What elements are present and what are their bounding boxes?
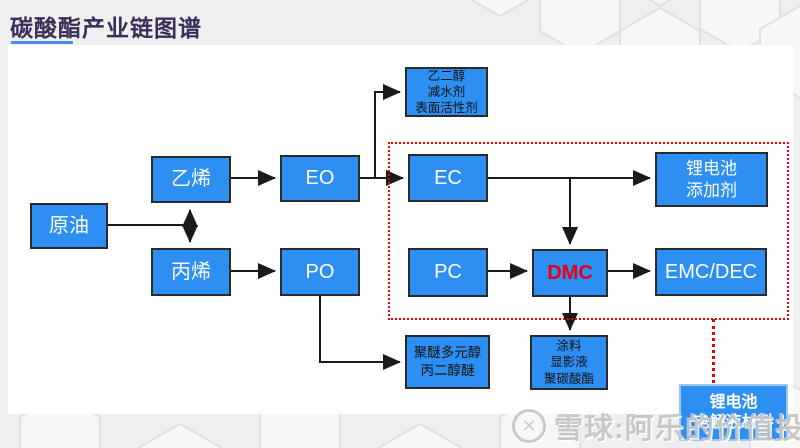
node-pc-label: PC bbox=[434, 261, 462, 283]
node-li-battery-additive-line1: 锂电池 bbox=[686, 159, 737, 179]
title-underline bbox=[11, 41, 73, 44]
node-polyether-line1: 聚醚多元醇 bbox=[413, 345, 482, 361]
node-coating-line3: 聚碳酸酯 bbox=[543, 371, 594, 386]
node-li-battery-additive[interactable]: 锂电池 添加剂 bbox=[655, 152, 768, 207]
node-eo[interactable]: EO bbox=[280, 155, 360, 202]
node-dmc-label: DMC bbox=[547, 261, 593, 284]
node-po[interactable]: PO bbox=[280, 248, 360, 296]
node-pc[interactable]: PC bbox=[408, 248, 488, 297]
highlight-to-battery-connector bbox=[712, 319, 715, 383]
xueqiu-logo-icon: ✕ bbox=[512, 409, 546, 443]
node-propylene-label: 丙烯 bbox=[171, 260, 211, 283]
node-ec[interactable]: EC bbox=[408, 154, 488, 202]
node-coating-line2: 显影液 bbox=[550, 355, 588, 370]
node-dmc[interactable]: DMC bbox=[532, 249, 608, 297]
node-li-battery-additive-line2: 添加剂 bbox=[686, 180, 737, 200]
node-coating-line1: 涂料 bbox=[556, 339, 582, 354]
node-propylene[interactable]: 丙烯 bbox=[151, 248, 231, 296]
node-crude-oil[interactable]: 原油 bbox=[30, 203, 108, 249]
node-li-battery-electrolyte-line1: 锂电池 bbox=[709, 393, 758, 411]
page-title: 碳酸酯产业链图谱 bbox=[10, 15, 202, 41]
xueqiu-watermark-text: 雪球:阿乐的价值投机 bbox=[554, 413, 800, 445]
node-coating-group[interactable]: 涂料 显影液 聚碳酸酯 bbox=[530, 335, 608, 390]
node-li-battery-electrolyte-line2: 电解液材料 bbox=[693, 413, 774, 431]
node-ethylene-label: 乙烯 bbox=[171, 168, 211, 190]
node-eo-label: EO bbox=[305, 167, 335, 189]
node-glycol-line2: 减水剂 bbox=[427, 84, 466, 99]
node-ec-label: EC bbox=[434, 166, 462, 189]
node-glycol-line1: 乙二醇 bbox=[427, 68, 466, 83]
node-polyether-line2: 丙二醇醚 bbox=[420, 363, 475, 378]
node-glycol-line3: 表面活性剂 bbox=[415, 101, 478, 116]
node-ethylene[interactable]: 乙烯 bbox=[151, 156, 231, 203]
xueqiu-watermark: ✕ 雪球:阿乐的价值投机 bbox=[512, 405, 800, 447]
node-emc-dec[interactable]: EMC/DEC bbox=[655, 248, 767, 296]
node-li-battery-electrolyte[interactable]: 锂电池 电解液材料 bbox=[679, 384, 788, 441]
battery-chain-highlight-region bbox=[388, 142, 789, 320]
node-crude-oil-label: 原油 bbox=[49, 214, 89, 237]
diagram-panel bbox=[8, 45, 793, 414]
node-glycol-group[interactable]: 乙二醇 减水剂 表面活性剂 bbox=[405, 67, 488, 117]
node-polyether-group[interactable]: 聚醚多元醇 丙二醇醚 bbox=[405, 335, 490, 389]
node-emc-dec-label: EMC/DEC bbox=[664, 260, 758, 283]
node-po-label: PO bbox=[305, 260, 335, 283]
